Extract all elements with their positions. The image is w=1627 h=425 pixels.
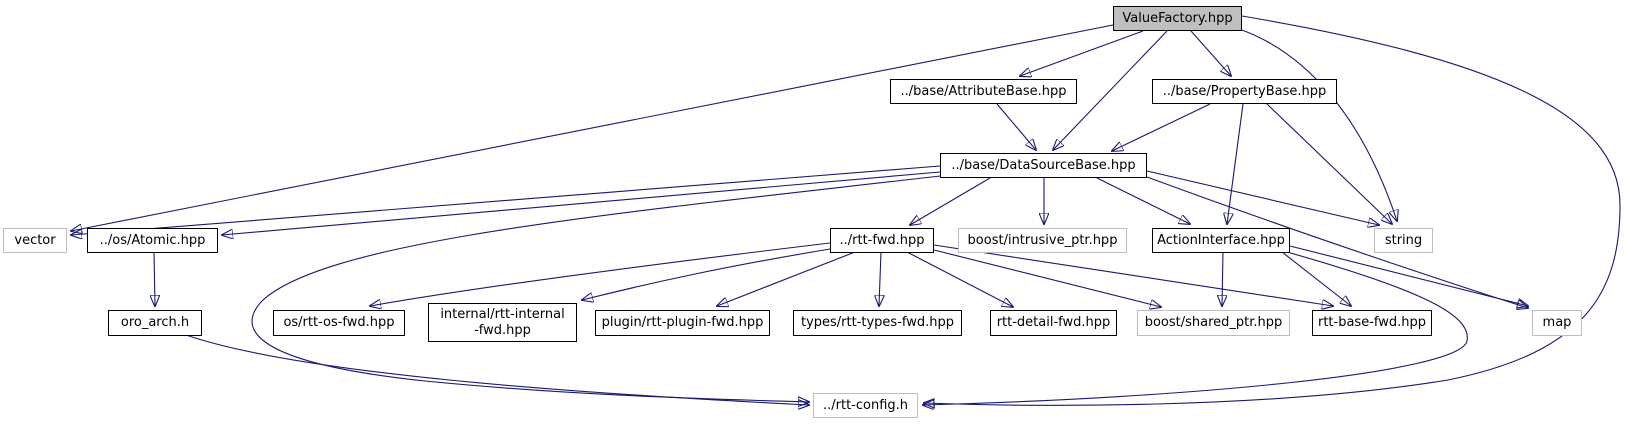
edge-propertybase-string [1266,103,1392,224]
edge-rttfwd-internalfwd [582,248,831,300]
node-atomic[interactable]: ../os/Atomic.hpp [87,228,218,253]
edge-rttfwd-basefwd [933,244,1333,306]
edge-valuefactory-vector [71,24,1114,231]
node-map[interactable]: map [1532,310,1582,336]
edge-datasourcebase-atomic [222,171,941,235]
edge-actioninterface-rttconfig [923,251,1468,405]
node-internalfwd[interactable]: internal/rtt-internal -fwd.hpp [428,303,577,342]
node-propertybase[interactable]: ../base/PropertyBase.hpp [1152,79,1337,104]
node-sharedptr[interactable]: boost/shared_ptr.hpp [1137,310,1290,336]
edge-rttfwd-pluginfwd [717,251,856,306]
edge-datasourcebase-actioninterface [1096,177,1190,224]
node-intrusiveptr[interactable]: boost/intrusive_ptr.hpp [958,228,1127,253]
node-attributebase[interactable]: ../base/AttributeBase.hpp [890,79,1077,104]
edge-propertybase-actioninterface [1227,103,1244,224]
edge-atomic-oroarch [154,251,155,306]
edge-valuefactory-string [1238,28,1397,221]
edge-valuefactory-attributebase [1020,30,1144,76]
edge-attributebase-datasourcebase [996,103,1036,150]
edge-valuefactory-propertybase [1190,30,1231,76]
node-typesfwd[interactable]: types/rtt-types-fwd.hpp [793,310,962,336]
edge-datasourcebase-string [1146,170,1379,225]
edge-actioninterface-sharedptr [1222,251,1223,306]
node-detailfwd[interactable]: rtt-detail-fwd.hpp [990,310,1117,336]
edge-propertybase-datasourcebase [1112,103,1211,151]
edge-datasourcebase-vector [71,165,941,235]
edge-datasourcebase-rttconfig [251,175,941,402]
node-pluginfwd[interactable]: plugin/rtt-plugin-fwd.hpp [595,310,770,336]
node-actioninterface[interactable]: ActionInterface.hpp [1152,228,1290,253]
node-oroarch[interactable]: oro_arch.h [108,310,202,336]
edge-rttfwd-sharedptr [933,249,1161,307]
edge-rttfwd-typesfwd [879,251,881,306]
node-valuefactory: ValueFactory.hpp [1113,6,1242,31]
node-rttfwd[interactable]: ../rtt-fwd.hpp [830,228,934,253]
node-vector[interactable]: vector [3,228,67,253]
edge-actioninterface-basefwd [1281,251,1351,306]
edge-oroarch-rttconfig [185,334,809,405]
edge-valuefactory-datasourcebase [1053,30,1168,150]
edge-valuefactory-rttconfig [924,15,1621,405]
node-datasourcebase[interactable]: ../base/DataSourceBase.hpp [940,153,1147,178]
node-osfwd[interactable]: os/rtt-os-fwd.hpp [273,310,405,336]
edge-rttfwd-osfwd [370,242,831,306]
edge-rttfwd-detailfwd [906,251,1013,307]
edge-datasourcebase-rttfwd [910,177,991,225]
node-rttconfig[interactable]: ../rtt-config.h [813,393,918,418]
edge-actioninterface-map [1289,245,1528,306]
node-string[interactable]: string [1374,228,1433,253]
node-basefwd[interactable]: rtt-base-fwd.hpp [1312,310,1432,336]
